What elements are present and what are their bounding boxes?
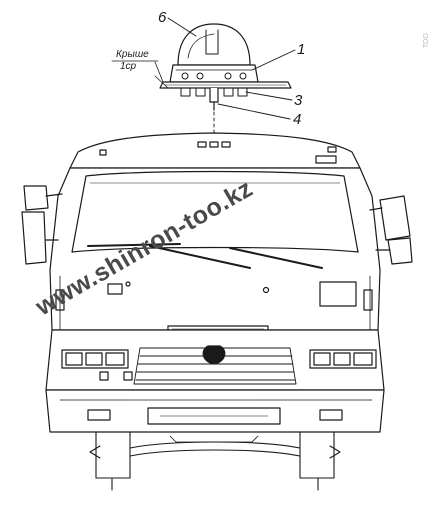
- callout-labels: 6 1 3 4: [158, 9, 305, 128]
- roof-note: Крыше 1ср: [111, 49, 159, 72]
- callout-3: 3: [294, 92, 303, 109]
- brand-emblem: [202, 345, 226, 365]
- mounting-nuts: [180, 72, 248, 97]
- front-bumper: [45, 389, 385, 433]
- callout-4: 4: [293, 111, 301, 128]
- corner-mark: ТОО: [423, 33, 430, 48]
- cab-roof: [69, 132, 361, 169]
- chassis: [89, 431, 341, 491]
- fog-lamp-right: [319, 409, 343, 421]
- cab-badge: [315, 155, 337, 164]
- lamp-connector: [209, 87, 219, 103]
- wipers: [87, 243, 323, 269]
- headlamp-right: [309, 349, 377, 369]
- fog-lamp-left: [87, 409, 111, 421]
- lamp-dome: [177, 23, 251, 66]
- callout-6: 6: [158, 9, 167, 26]
- roof-note-line1: Крыше: [116, 49, 149, 60]
- headlamp-left: [61, 349, 129, 369]
- mirror-right: [369, 195, 413, 265]
- mirror-left: [21, 185, 63, 265]
- callout-leaders: [167, 17, 296, 120]
- roof-note-line2: 1ср: [120, 61, 137, 72]
- callout-1: 1: [297, 41, 305, 58]
- truck-front: [21, 132, 413, 491]
- roof-lamp-detail: [154, 23, 292, 139]
- panel-hatch-right: [319, 281, 357, 307]
- lamp-dome-highlight: [205, 29, 219, 55]
- windshield: [71, 170, 359, 253]
- front-grille: [133, 347, 297, 385]
